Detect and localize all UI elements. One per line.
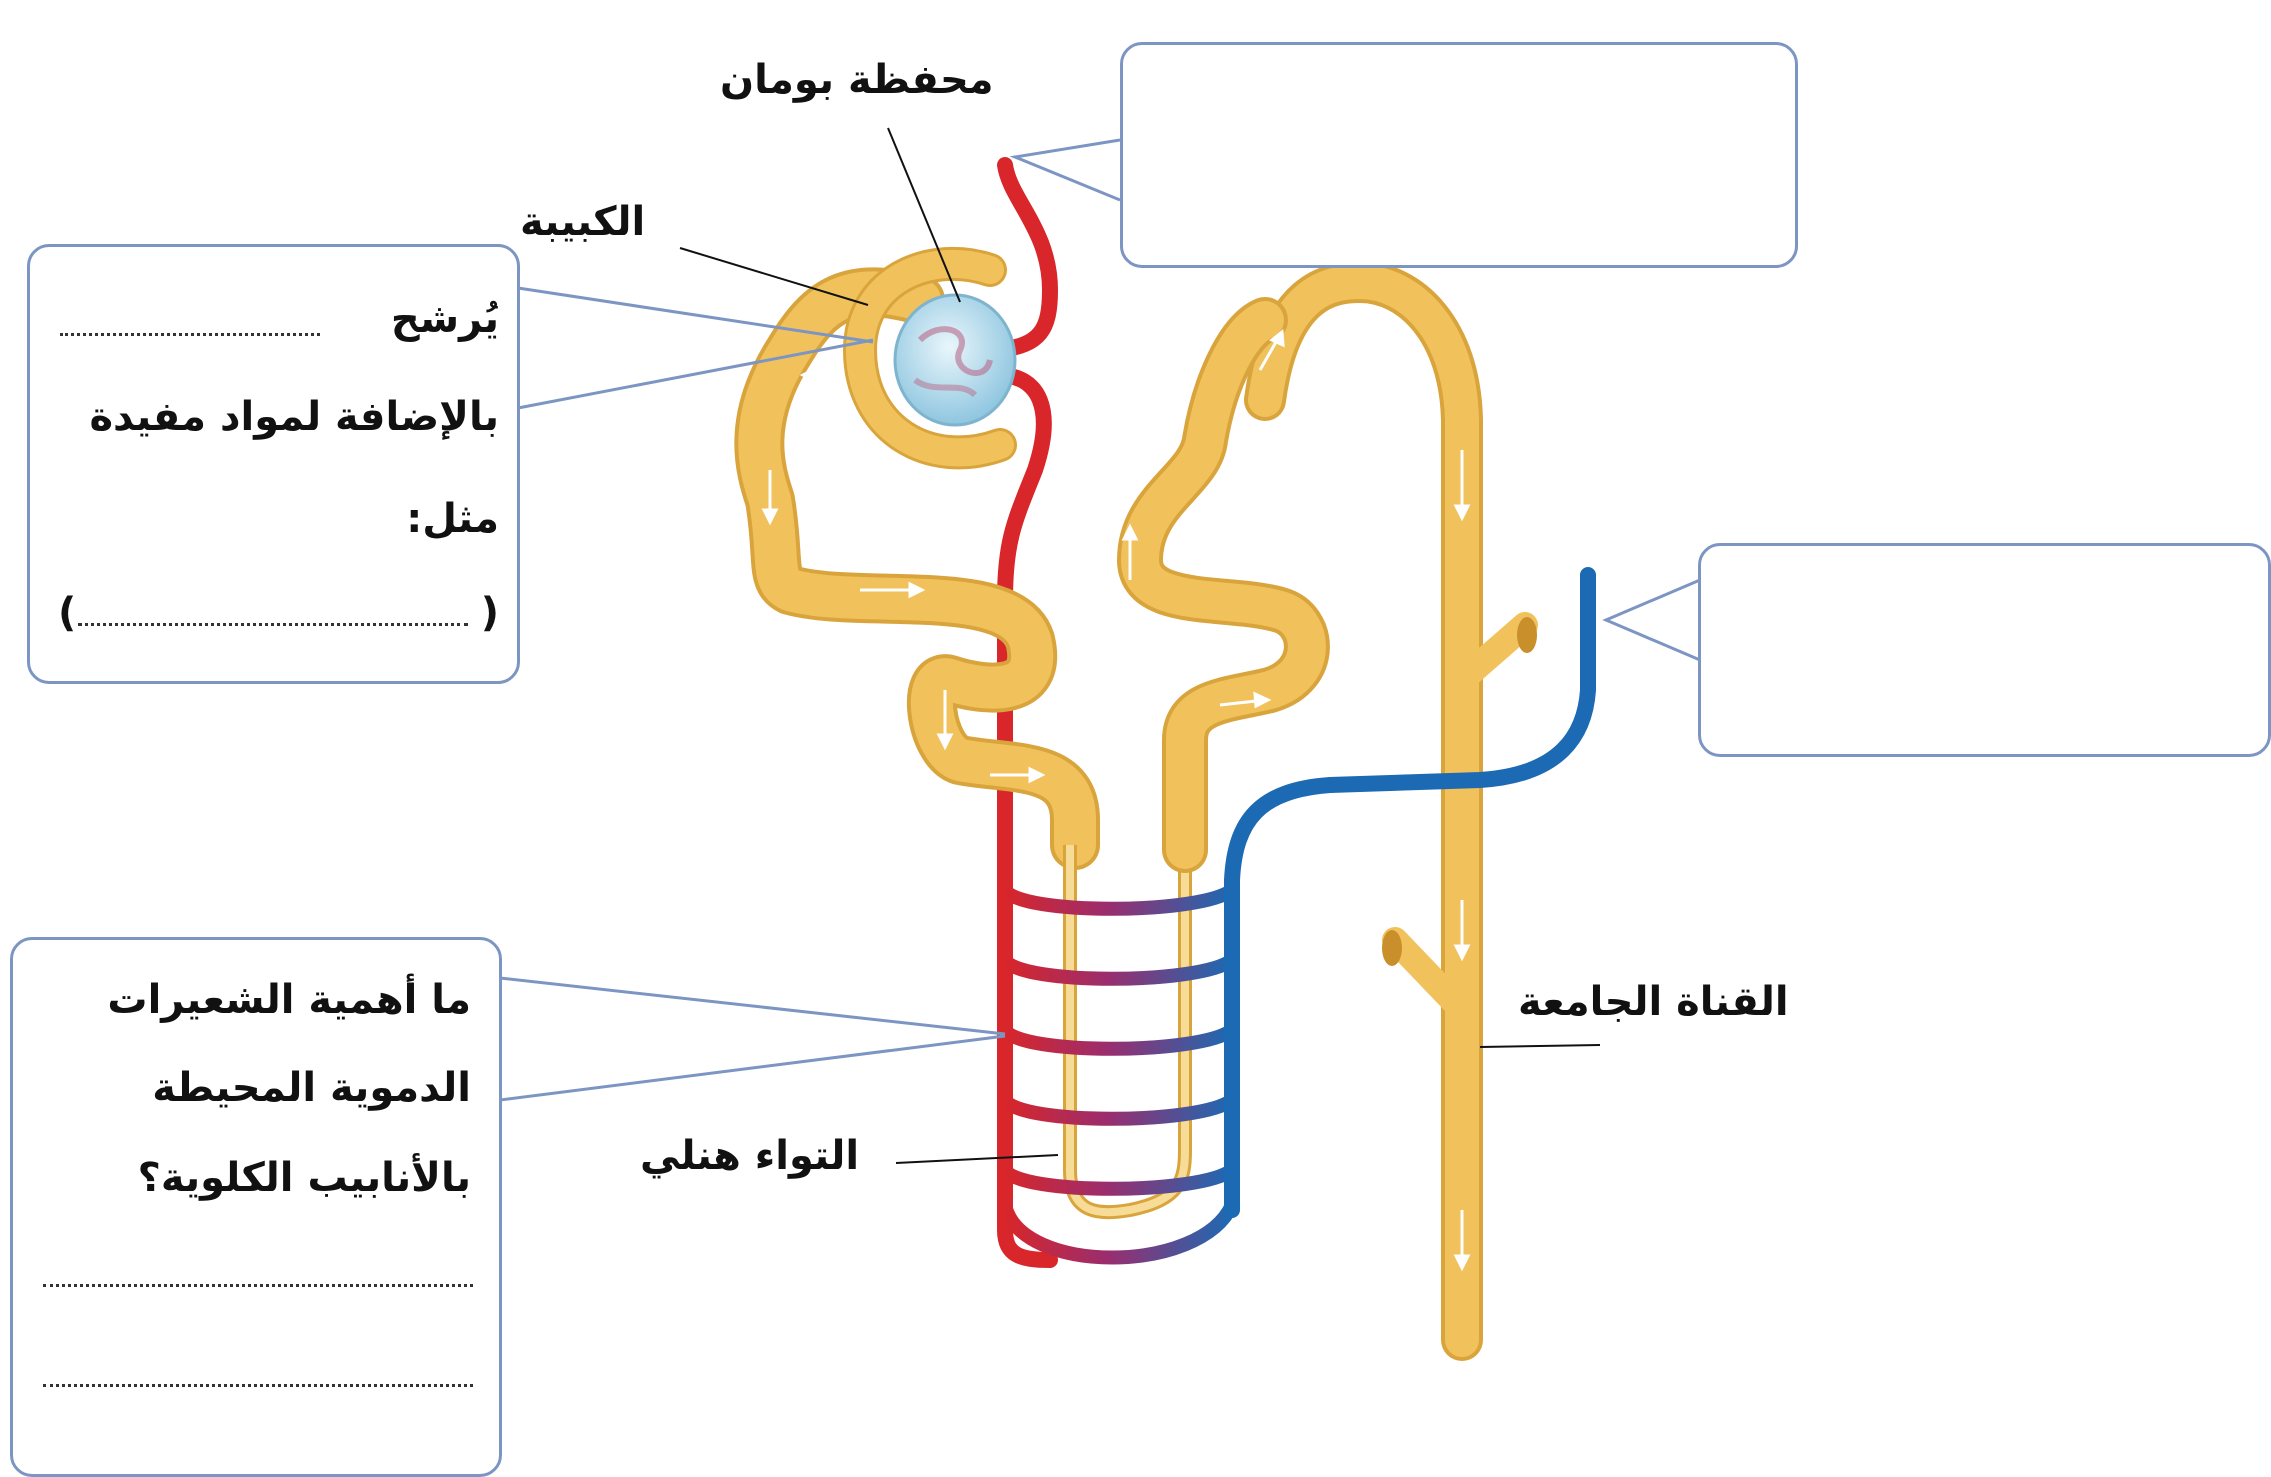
filtration-line2: بالإضافة لمواد مفيدة bbox=[89, 394, 499, 440]
bowmans-capsule bbox=[842, 246, 1017, 470]
proximal-convoluted-tubule bbox=[734, 267, 1100, 870]
bowmans-capsule-label: محفظة بومان bbox=[720, 57, 994, 103]
vein-answer-box[interactable] bbox=[1698, 543, 2271, 757]
artery-answer-box[interactable] bbox=[1120, 42, 1798, 268]
paren-open: ( bbox=[480, 590, 499, 636]
capillaries-blank-2[interactable] bbox=[43, 1384, 473, 1387]
box-connectors bbox=[499, 138, 1701, 1102]
filtration-blank-1[interactable] bbox=[60, 333, 320, 336]
efferent-arteriole bbox=[990, 367, 1058, 1268]
capillaries-line1: ما أهمية الشعيرات bbox=[107, 977, 471, 1023]
paren-close: ) bbox=[58, 590, 77, 636]
filtration-question-box: يُرشح بالإضافة لمواد مفيدة مثل: ) ( bbox=[27, 244, 520, 684]
capillaries-blank-1[interactable] bbox=[43, 1284, 473, 1287]
filtration-line1-word: يُرشح bbox=[390, 296, 499, 342]
glomerulus bbox=[893, 293, 1017, 427]
glomerulus-label: الكبيبة bbox=[520, 199, 646, 245]
capillaries-question-box: ما أهمية الشعيرات الدموية المحيطة بالأنا… bbox=[10, 937, 502, 1477]
loop-of-henle bbox=[1063, 845, 1192, 1220]
capillaries-line2: الدموية المحيطة bbox=[152, 1065, 471, 1111]
renal-vein bbox=[1224, 567, 1596, 1218]
flow-arrows bbox=[761, 329, 1471, 1272]
filtration-blank-2[interactable] bbox=[78, 623, 468, 626]
collecting-duct-label: القناة الجامعة bbox=[1518, 979, 1789, 1025]
peritubular-capillaries bbox=[998, 883, 1239, 1265]
leader-lines bbox=[679, 127, 1601, 1164]
filtration-line3: مثل: bbox=[406, 496, 499, 542]
loop-of-henle-label: التواء هنلي bbox=[640, 1133, 860, 1179]
distal-convoluted-tubule bbox=[1117, 297, 1330, 873]
capillaries-line3: بالأنابيب الكلوية؟ bbox=[137, 1155, 471, 1201]
collecting-duct bbox=[1244, 260, 1538, 1361]
afferent-arteriole bbox=[992, 157, 1059, 358]
